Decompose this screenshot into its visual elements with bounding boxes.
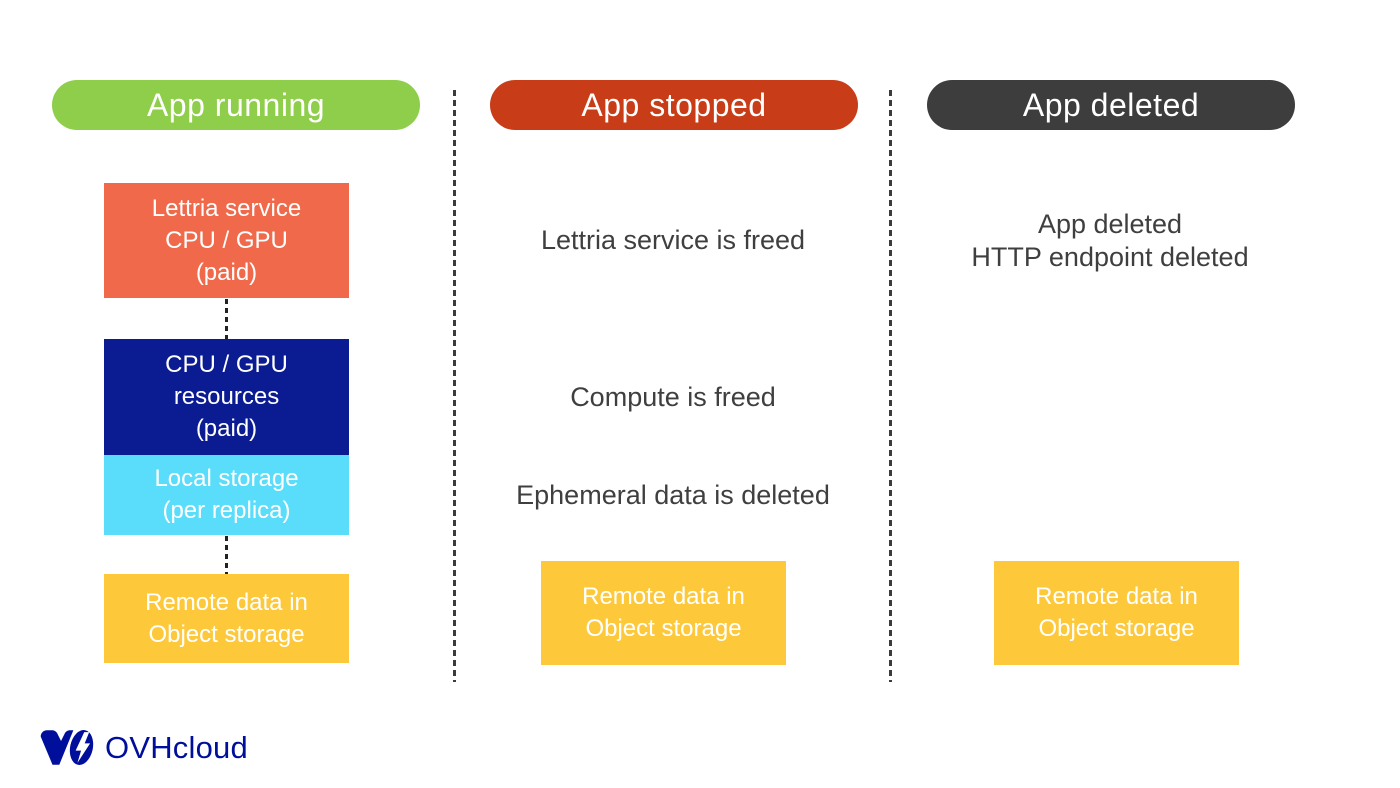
box-line: Object storage [1038, 615, 1195, 642]
ovhcloud-logo-text: OVHcloud [105, 729, 248, 765]
note-app-deleted: App deleted HTTP endpoint deleted [892, 183, 1328, 298]
box-line: CPU / GPU [165, 351, 288, 378]
box-line: resources [173, 383, 280, 410]
box-line: Remote data in [1035, 583, 1198, 610]
ovhcloud-logo: OVHcloud [38, 726, 248, 769]
box-remote-data-stopped: Remote data in Object storage [541, 561, 786, 665]
box-remote-data-deleted: Remote data in Object storage [994, 561, 1239, 665]
connector-line-1 [225, 299, 228, 339]
note-text: HTTP endpoint deleted [971, 241, 1249, 272]
header-app-stopped-label: App stopped [581, 86, 767, 123]
box-local-storage: Local storage (per replica) [104, 455, 349, 535]
box-line: Object storage [585, 615, 742, 642]
header-app-running: App running [52, 80, 420, 130]
connector-line-2 [225, 536, 228, 574]
box-line: Object storage [148, 620, 305, 648]
box-cpu-gpu-resources: CPU / GPU resources (paid) [104, 339, 349, 455]
box-line: (paid) [195, 415, 258, 442]
box-line: Local storage [154, 465, 299, 492]
box-line: Remote data in [145, 588, 308, 616]
ovhcloud-logo-icon [40, 730, 94, 765]
column-separator-1 [453, 90, 456, 682]
box-line: CPU / GPU [165, 226, 288, 254]
header-app-stopped: App stopped [490, 80, 858, 130]
note-text: Compute is freed [570, 381, 776, 412]
note-ephemeral-deleted: Ephemeral data is deleted [456, 455, 890, 535]
box-line: (paid) [195, 258, 258, 286]
note-compute-freed: Compute is freed [456, 339, 890, 455]
note-text: Ephemeral data is deleted [516, 479, 830, 510]
box-lettria-service: Lettria service CPU / GPU (paid) [104, 183, 349, 298]
header-app-deleted: App deleted [927, 80, 1295, 130]
note-text: App deleted [1037, 208, 1183, 239]
header-app-deleted-label: App deleted [1022, 86, 1200, 123]
box-remote-data-running: Remote data in Object storage [104, 574, 349, 663]
column-separator-2 [889, 90, 892, 682]
header-app-running-label: App running [146, 86, 326, 123]
note-lettria-freed: Lettria service is freed [456, 183, 890, 298]
box-line: Remote data in [582, 583, 745, 610]
box-line: (per replica) [162, 497, 291, 524]
box-line: Lettria service [151, 194, 302, 222]
note-text: Lettria service is freed [540, 225, 806, 255]
